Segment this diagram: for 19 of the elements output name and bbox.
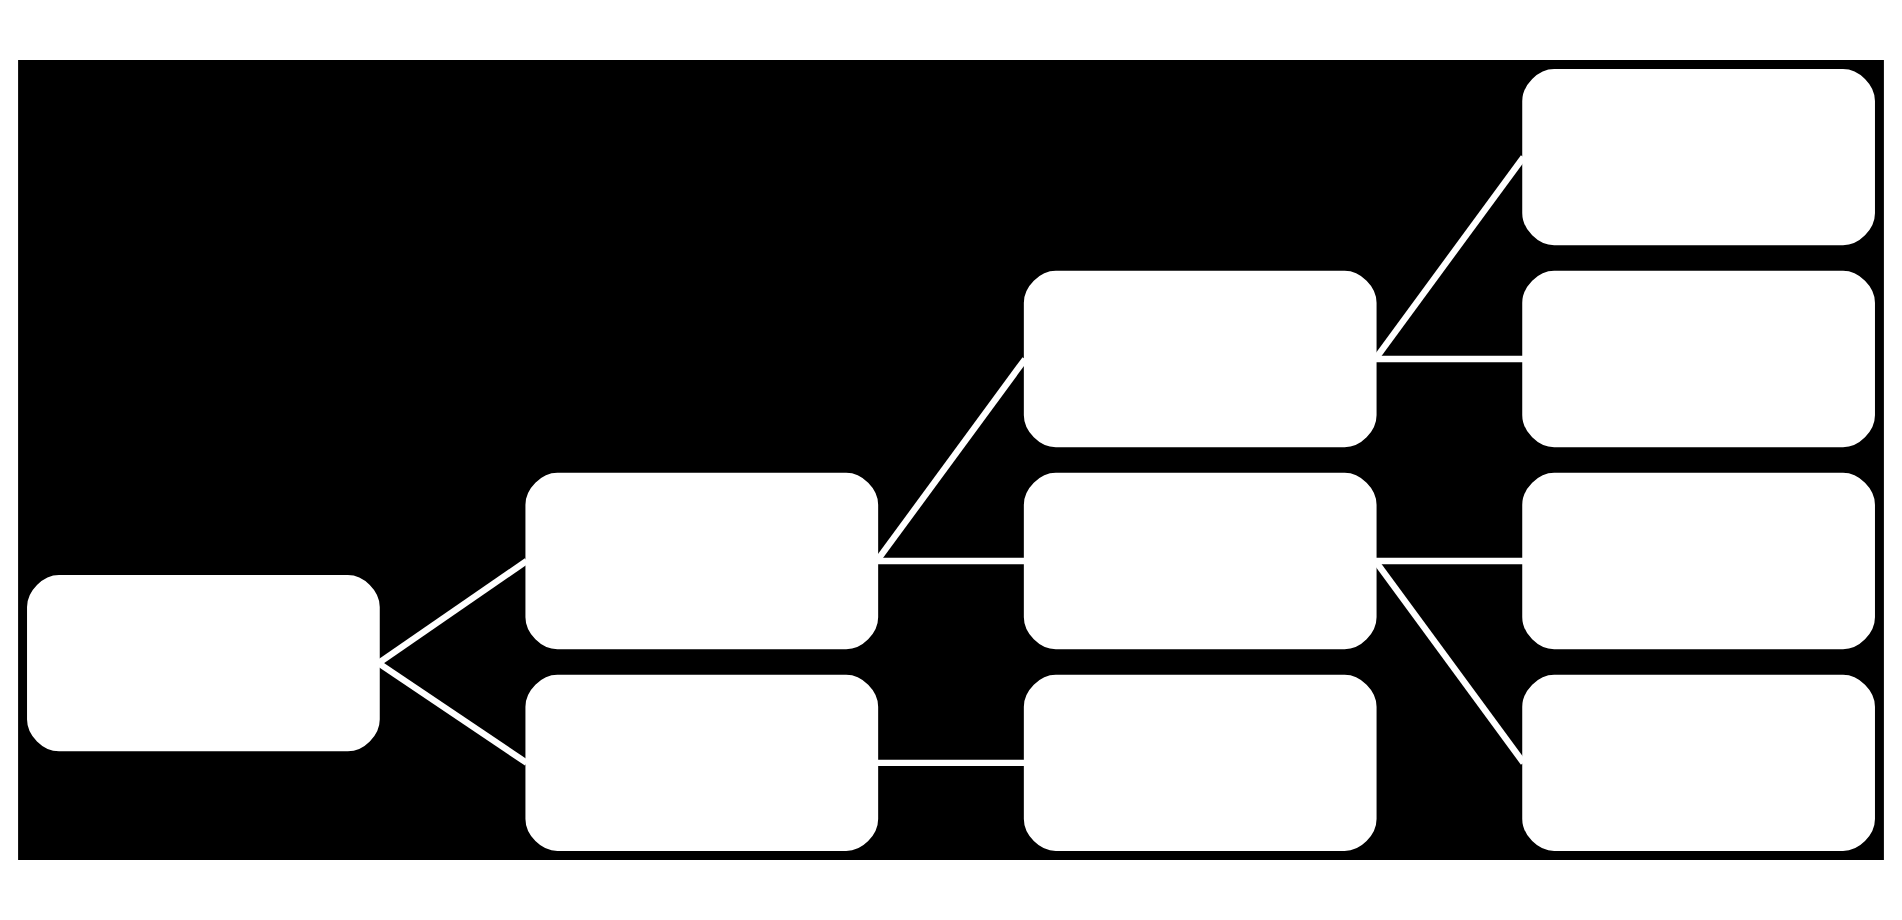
node-box [1522,68,1875,246]
connector [874,357,1028,563]
connector [1375,557,1524,565]
node-box [27,575,380,752]
connector [1375,355,1524,363]
node-box [1522,472,1875,650]
node-box [1023,270,1377,448]
node-box [1522,270,1875,448]
connector [1372,155,1527,361]
node-box [1023,674,1377,852]
node-box [1522,674,1875,852]
node-box [525,472,879,650]
node-box [1023,472,1377,650]
connector [1372,559,1527,765]
connector [376,660,529,766]
connector [376,558,529,666]
connector [876,557,1026,565]
connector [876,759,1026,767]
node-box [525,674,879,852]
